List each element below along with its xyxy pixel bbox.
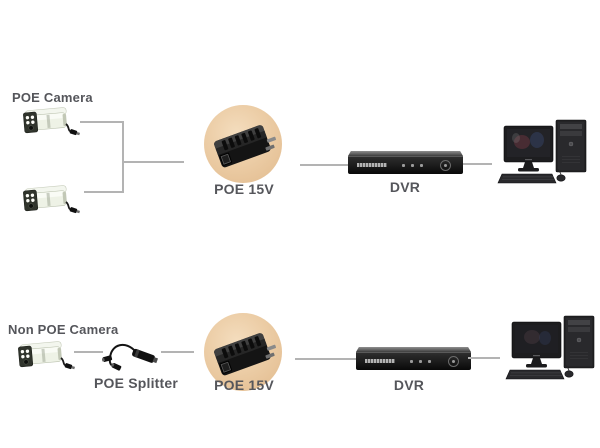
dvr-front-face: [348, 156, 463, 174]
connector-line-splitter-to-injector: [161, 351, 194, 353]
connector-line-injector-to-dvr-top: [300, 164, 348, 166]
poe-camera-icon-1: [19, 103, 81, 144]
dvr-brand-logo: [357, 163, 387, 167]
connector-line-dvr-to-computer-bottom: [468, 357, 500, 359]
dvr-top-face: [356, 347, 471, 352]
poe-camera-icon-2: [19, 181, 81, 222]
desktop-computer-icon-top: [492, 110, 592, 197]
poe-splitter-label: POE Splitter: [93, 375, 179, 391]
connector-line-junction-to-injector: [123, 161, 184, 163]
connector-line-dvr-to-computer-top: [463, 163, 492, 165]
non-poe-camera-icon: [14, 337, 76, 378]
desktop-computer-icon-bottom: [500, 306, 600, 393]
non-poe-camera-label: Non POE Camera: [8, 322, 119, 337]
poe-injector-label-top: POE 15V: [214, 181, 274, 197]
connector-line-injector-to-dvr-bottom: [295, 358, 356, 360]
poe-injector-circle-bottom: [204, 313, 282, 391]
connector-line-junction-vertical: [122, 121, 124, 193]
poe-splitter-icon: [101, 339, 160, 380]
dvr-brand-logo: [365, 359, 395, 363]
poe-injector-icon-top: [214, 125, 277, 168]
dvr-indicator-dots: [410, 360, 431, 363]
poe-injector-icon-bottom: [214, 333, 277, 376]
connector-line-camera-to-splitter: [74, 351, 103, 353]
dvr-icon-bottom: [356, 347, 471, 370]
connector-line-camera2-junction: [84, 191, 123, 193]
connector-line-camera1-junction: [80, 121, 123, 123]
dvr-label-bottom: DVR: [393, 377, 425, 393]
dvr-control-dpad: [440, 160, 451, 171]
dvr-control-dpad: [448, 356, 459, 367]
dvr-label-top: DVR: [389, 179, 421, 195]
dvr-indicator-dots: [402, 164, 423, 167]
dvr-front-face: [356, 352, 471, 370]
poe-injector-circle-top: [204, 105, 282, 183]
dvr-icon-top: [348, 151, 463, 174]
poe-injector-label-bottom: POE 15V: [214, 377, 274, 393]
poe-camera-label: POE Camera: [12, 90, 93, 105]
dvr-top-face: [348, 151, 463, 156]
